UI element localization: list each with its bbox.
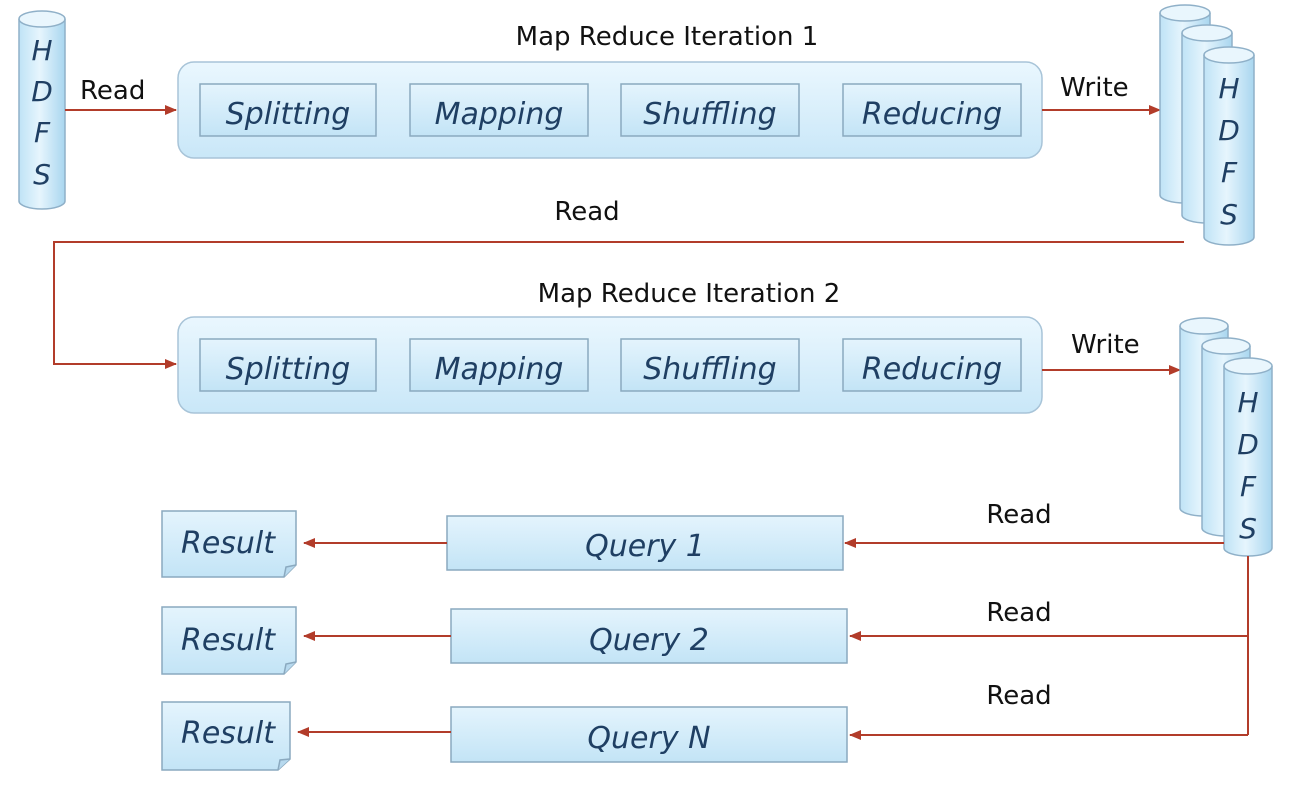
iteration-2-read-label: Read — [554, 197, 619, 227]
step-label: Splitting — [226, 352, 351, 387]
hdfs-letter: F — [1240, 470, 1257, 503]
query-n-read-label: Read — [986, 681, 1051, 711]
hdfs-letter: S — [33, 158, 51, 191]
iteration-1-step-reducing: Reducing — [842, 83, 1022, 137]
result-1-note: Result — [161, 510, 297, 578]
result-label: Result — [181, 716, 276, 751]
hdfs-letter: F — [34, 116, 51, 149]
step-label: Reducing — [862, 97, 1002, 132]
query-2-box: Query 2 — [450, 608, 848, 664]
query-label: Query N — [587, 721, 710, 756]
result-label: Result — [181, 623, 276, 658]
iteration-2-step-mapping: Mapping — [409, 338, 589, 392]
hdfs-letter: D — [1218, 114, 1240, 147]
step-label: Mapping — [435, 352, 564, 387]
iteration-2-step-shuffling: Shuffling — [620, 338, 800, 392]
hdfs-letter: F — [1221, 156, 1238, 189]
iteration-1-step-mapping: Mapping — [409, 83, 589, 137]
step-label: Reducing — [862, 352, 1002, 387]
step-label: Mapping — [435, 97, 564, 132]
iteration-2-step-reducing: Reducing — [842, 338, 1022, 392]
iteration-2-stage — [177, 316, 1043, 414]
hdfs-source-cylinder: H D F S — [18, 10, 66, 210]
query-1-box: Query 1 — [446, 515, 844, 571]
step-label: Shuffling — [643, 97, 776, 132]
iteration-1-title: Map Reduce Iteration 1 — [516, 22, 819, 52]
iteration-2-step-splitting: Splitting — [199, 338, 377, 392]
hdfs-letter: D — [1237, 428, 1259, 461]
hdfs-letter: H — [1218, 72, 1239, 105]
hdfs-letter: H — [1237, 386, 1258, 419]
hdfs-stack-2: H D F S — [1179, 317, 1273, 557]
iteration-2-write-label: Write — [1071, 330, 1140, 360]
step-label: Shuffling — [643, 352, 776, 387]
hdfs-stack-1: H D F S — [1159, 4, 1255, 246]
iteration-1-write-label: Write — [1060, 73, 1129, 103]
step-label: Splitting — [226, 97, 351, 132]
iteration-1-step-shuffling: Shuffling — [620, 83, 800, 137]
result-n-note: Result — [161, 701, 291, 771]
iteration-1-read-label: Read — [80, 76, 145, 106]
hdfs-letter: H — [31, 34, 52, 67]
query-2-read-label: Read — [986, 598, 1051, 628]
hdfs-letter: D — [31, 75, 53, 108]
query-n-box: Query N — [450, 706, 848, 763]
iteration-1-step-splitting: Splitting — [199, 83, 377, 137]
query-1-read-label: Read — [986, 500, 1051, 530]
hdfs-letter: S — [1239, 512, 1257, 545]
iteration-2-read-arrow — [53, 241, 1184, 369]
hdfs-letter: S — [1220, 198, 1238, 231]
query-label: Query 2 — [589, 623, 709, 658]
result-2-note: Result — [161, 606, 297, 675]
iteration-2-title: Map Reduce Iteration 2 — [538, 279, 841, 309]
result-label: Result — [181, 526, 276, 561]
query-label: Query 1 — [585, 529, 705, 564]
